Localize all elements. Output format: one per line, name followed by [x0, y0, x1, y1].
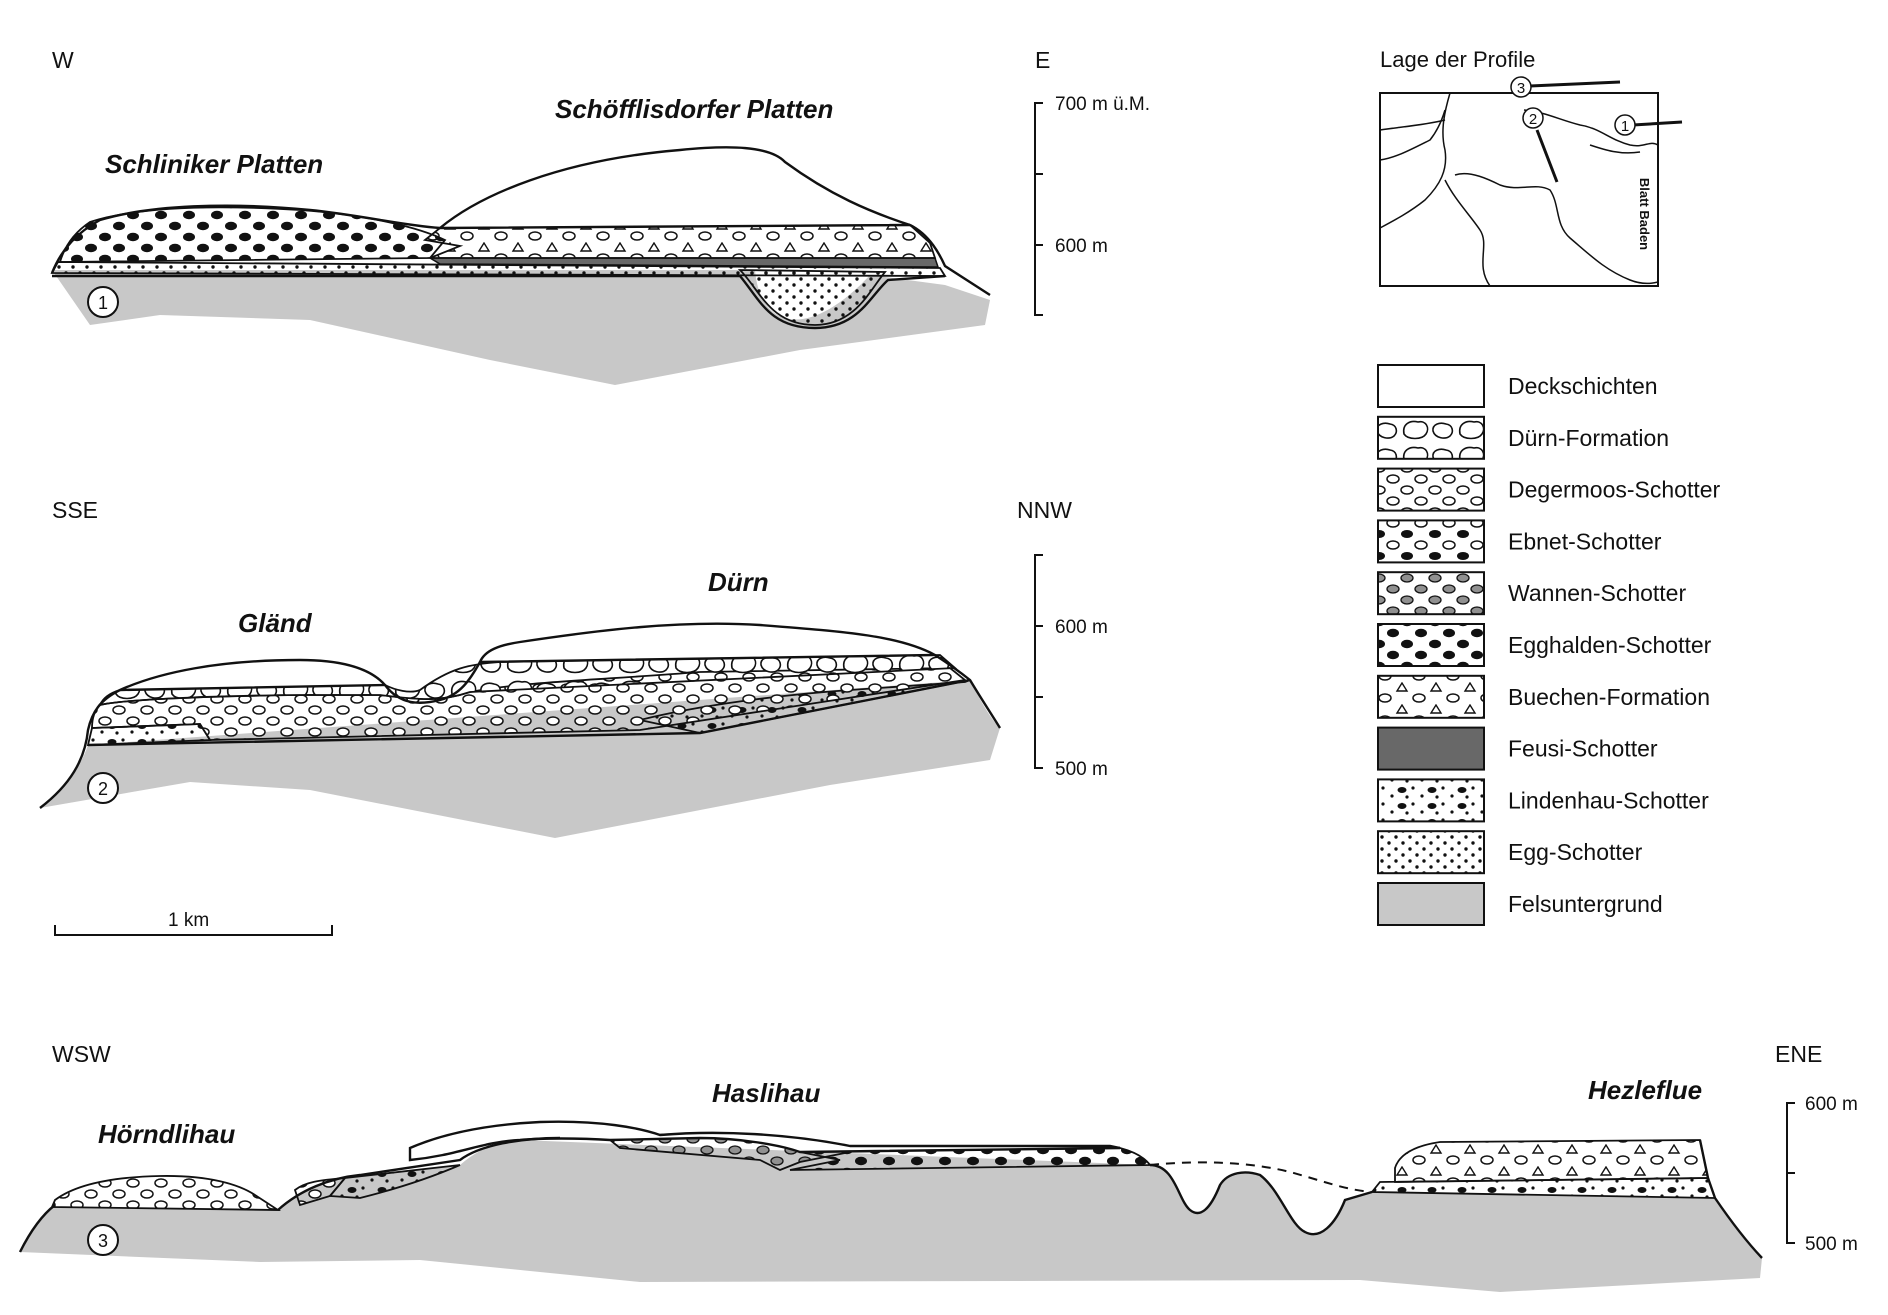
profile-3-surface-line [18, 1136, 1763, 1259]
profile-1-bedrock [52, 270, 990, 385]
profile-1-west-label: W [52, 47, 74, 73]
profile-3-wsw-label: WSW [52, 1041, 111, 1067]
scale-bar-label: 1 km [168, 910, 209, 931]
legend-swatch-4 [1377, 571, 1485, 616]
profile-2-base-line [87, 678, 971, 747]
profile-3-elevation-axis [1786, 1102, 1795, 1244]
legend-swatch-6 [1377, 674, 1485, 719]
legend-label-0: Deckschichten [1508, 373, 1658, 399]
profile-3-bedrock [20, 1140, 1762, 1292]
profile-2-sse-label: SSE [52, 497, 98, 523]
legend-label-9: Egg-Schotter [1508, 839, 1643, 865]
profile-1-surface-line [50, 204, 991, 297]
scale-bar [54, 925, 333, 936]
place-haslihau: Haslihau [712, 1078, 820, 1108]
inset-map-frame [1379, 92, 1659, 287]
legend-label-10: Felsuntergrund [1508, 891, 1663, 917]
legend-swatch-9 [1377, 830, 1485, 875]
legend-label-5: Egghalden-Schotter [1508, 632, 1712, 658]
inset-marker-3: 3 [1517, 80, 1525, 97]
inset-marker-1-badge [1614, 114, 1636, 136]
profile-3-egghalden-schotter [789, 1147, 1152, 1171]
profile-2-badge [87, 772, 119, 804]
legend-swatch-2 [1377, 467, 1485, 512]
legend-label-7: Feusi-Schotter [1508, 736, 1658, 762]
place-schliniker-platten: Schliniker Platten [105, 149, 323, 179]
legend-label-1: Dürn-Formation [1508, 425, 1669, 451]
inset-map-title: Lage der Profile [1380, 47, 1535, 72]
profile-1-base-line [52, 274, 946, 330]
profile-3-degermoos-left [50, 1175, 282, 1211]
inset-profile-line-3 [1529, 80, 1621, 88]
inset-marker-2-badge [1522, 107, 1544, 129]
profile-3-axis-500: 500 m [1805, 1234, 1858, 1255]
profile-number-badges: 1 2 3 [87, 286, 119, 1256]
inset-marker-2: 2 [1529, 111, 1537, 128]
legend-swatch-3 [1377, 519, 1485, 564]
place-schoefflisdorfer-platten: Schöfflisdorfer Platten [555, 94, 833, 124]
inset-map: Lage der Profile 3 2 1 Blatt Baden [1379, 47, 1683, 287]
inset-marker-3-badge [1510, 76, 1532, 98]
profile-1-east-label: E [1035, 47, 1050, 73]
profile-3 [18, 1120, 1763, 1292]
legend-swatch-7 [1377, 726, 1485, 771]
profile-3-lindenhau-schotter-left [328, 1164, 461, 1199]
legend-label-3: Ebnet-Schotter [1508, 528, 1662, 554]
inset-profile-line-1 [1632, 120, 1683, 127]
place-hezleflue: Hezleflue [1588, 1075, 1702, 1105]
profile-2 [39, 622, 1002, 838]
profile-1-buechen-formation [422, 224, 937, 259]
profile-3-number: 3 [98, 1231, 108, 1251]
profile-1-elevation-axis [1034, 102, 1043, 316]
legend-swatch-1 [1377, 415, 1485, 460]
legend-swatch-10 [1377, 882, 1485, 926]
profile-1-egg-schotter [737, 269, 887, 326]
profile-1 [50, 146, 991, 385]
inset-marker-1: 1 [1621, 118, 1629, 135]
profile-3-badge [87, 1224, 119, 1256]
profile-3-ene-label: ENE [1775, 1041, 1822, 1067]
profile-2-axis-500: 500 m [1055, 759, 1108, 780]
profile-1-badge [87, 286, 119, 318]
place-duern: Dürn [708, 567, 769, 597]
profile-3-buechen-formation [1394, 1139, 1710, 1183]
profile-1-axis-600: 600 m [1055, 236, 1108, 257]
profile-1-axis-700: 700 m ü.M. [1055, 94, 1150, 115]
profile-2-axis-600: 600 m [1055, 617, 1108, 638]
profile-1-deckschichten [436, 146, 911, 230]
legend-swatch-8 [1377, 778, 1485, 823]
legend-label-4: Wannen-Schotter [1508, 580, 1686, 606]
legend-swatch-0 [1377, 364, 1485, 408]
legend: DeckschichtenDürn-FormationDegermoos-Sch… [1377, 364, 1721, 926]
profile-2-deckschichten-right [478, 622, 940, 664]
profile-3-reconstructed-surface [1149, 1161, 1373, 1193]
profile-1-number: 1 [98, 293, 108, 313]
inset-sheet-label: Blatt Baden [1637, 178, 1652, 250]
place-glaend: Gländ [238, 608, 313, 638]
legend-label-8: Lindenhau-Schotter [1508, 787, 1709, 813]
inset-profile-line-2 [1535, 129, 1559, 183]
profile-2-number: 2 [98, 779, 108, 799]
legend-label-6: Buechen-Formation [1508, 684, 1710, 710]
inset-map-rivers [1379, 92, 1659, 287]
profile-2-deckschichten-left [119, 658, 388, 692]
legend-swatch-5 [1377, 623, 1485, 667]
profile-3-axis-600: 600 m [1805, 1094, 1858, 1115]
place-hoerndlihau: Hörndlihau [98, 1119, 235, 1149]
profile-2-nnw-label: NNW [1017, 497, 1072, 523]
profile-2-elevation-axis [1034, 554, 1043, 769]
legend-label-2: Degermoos-Schotter [1508, 477, 1721, 503]
